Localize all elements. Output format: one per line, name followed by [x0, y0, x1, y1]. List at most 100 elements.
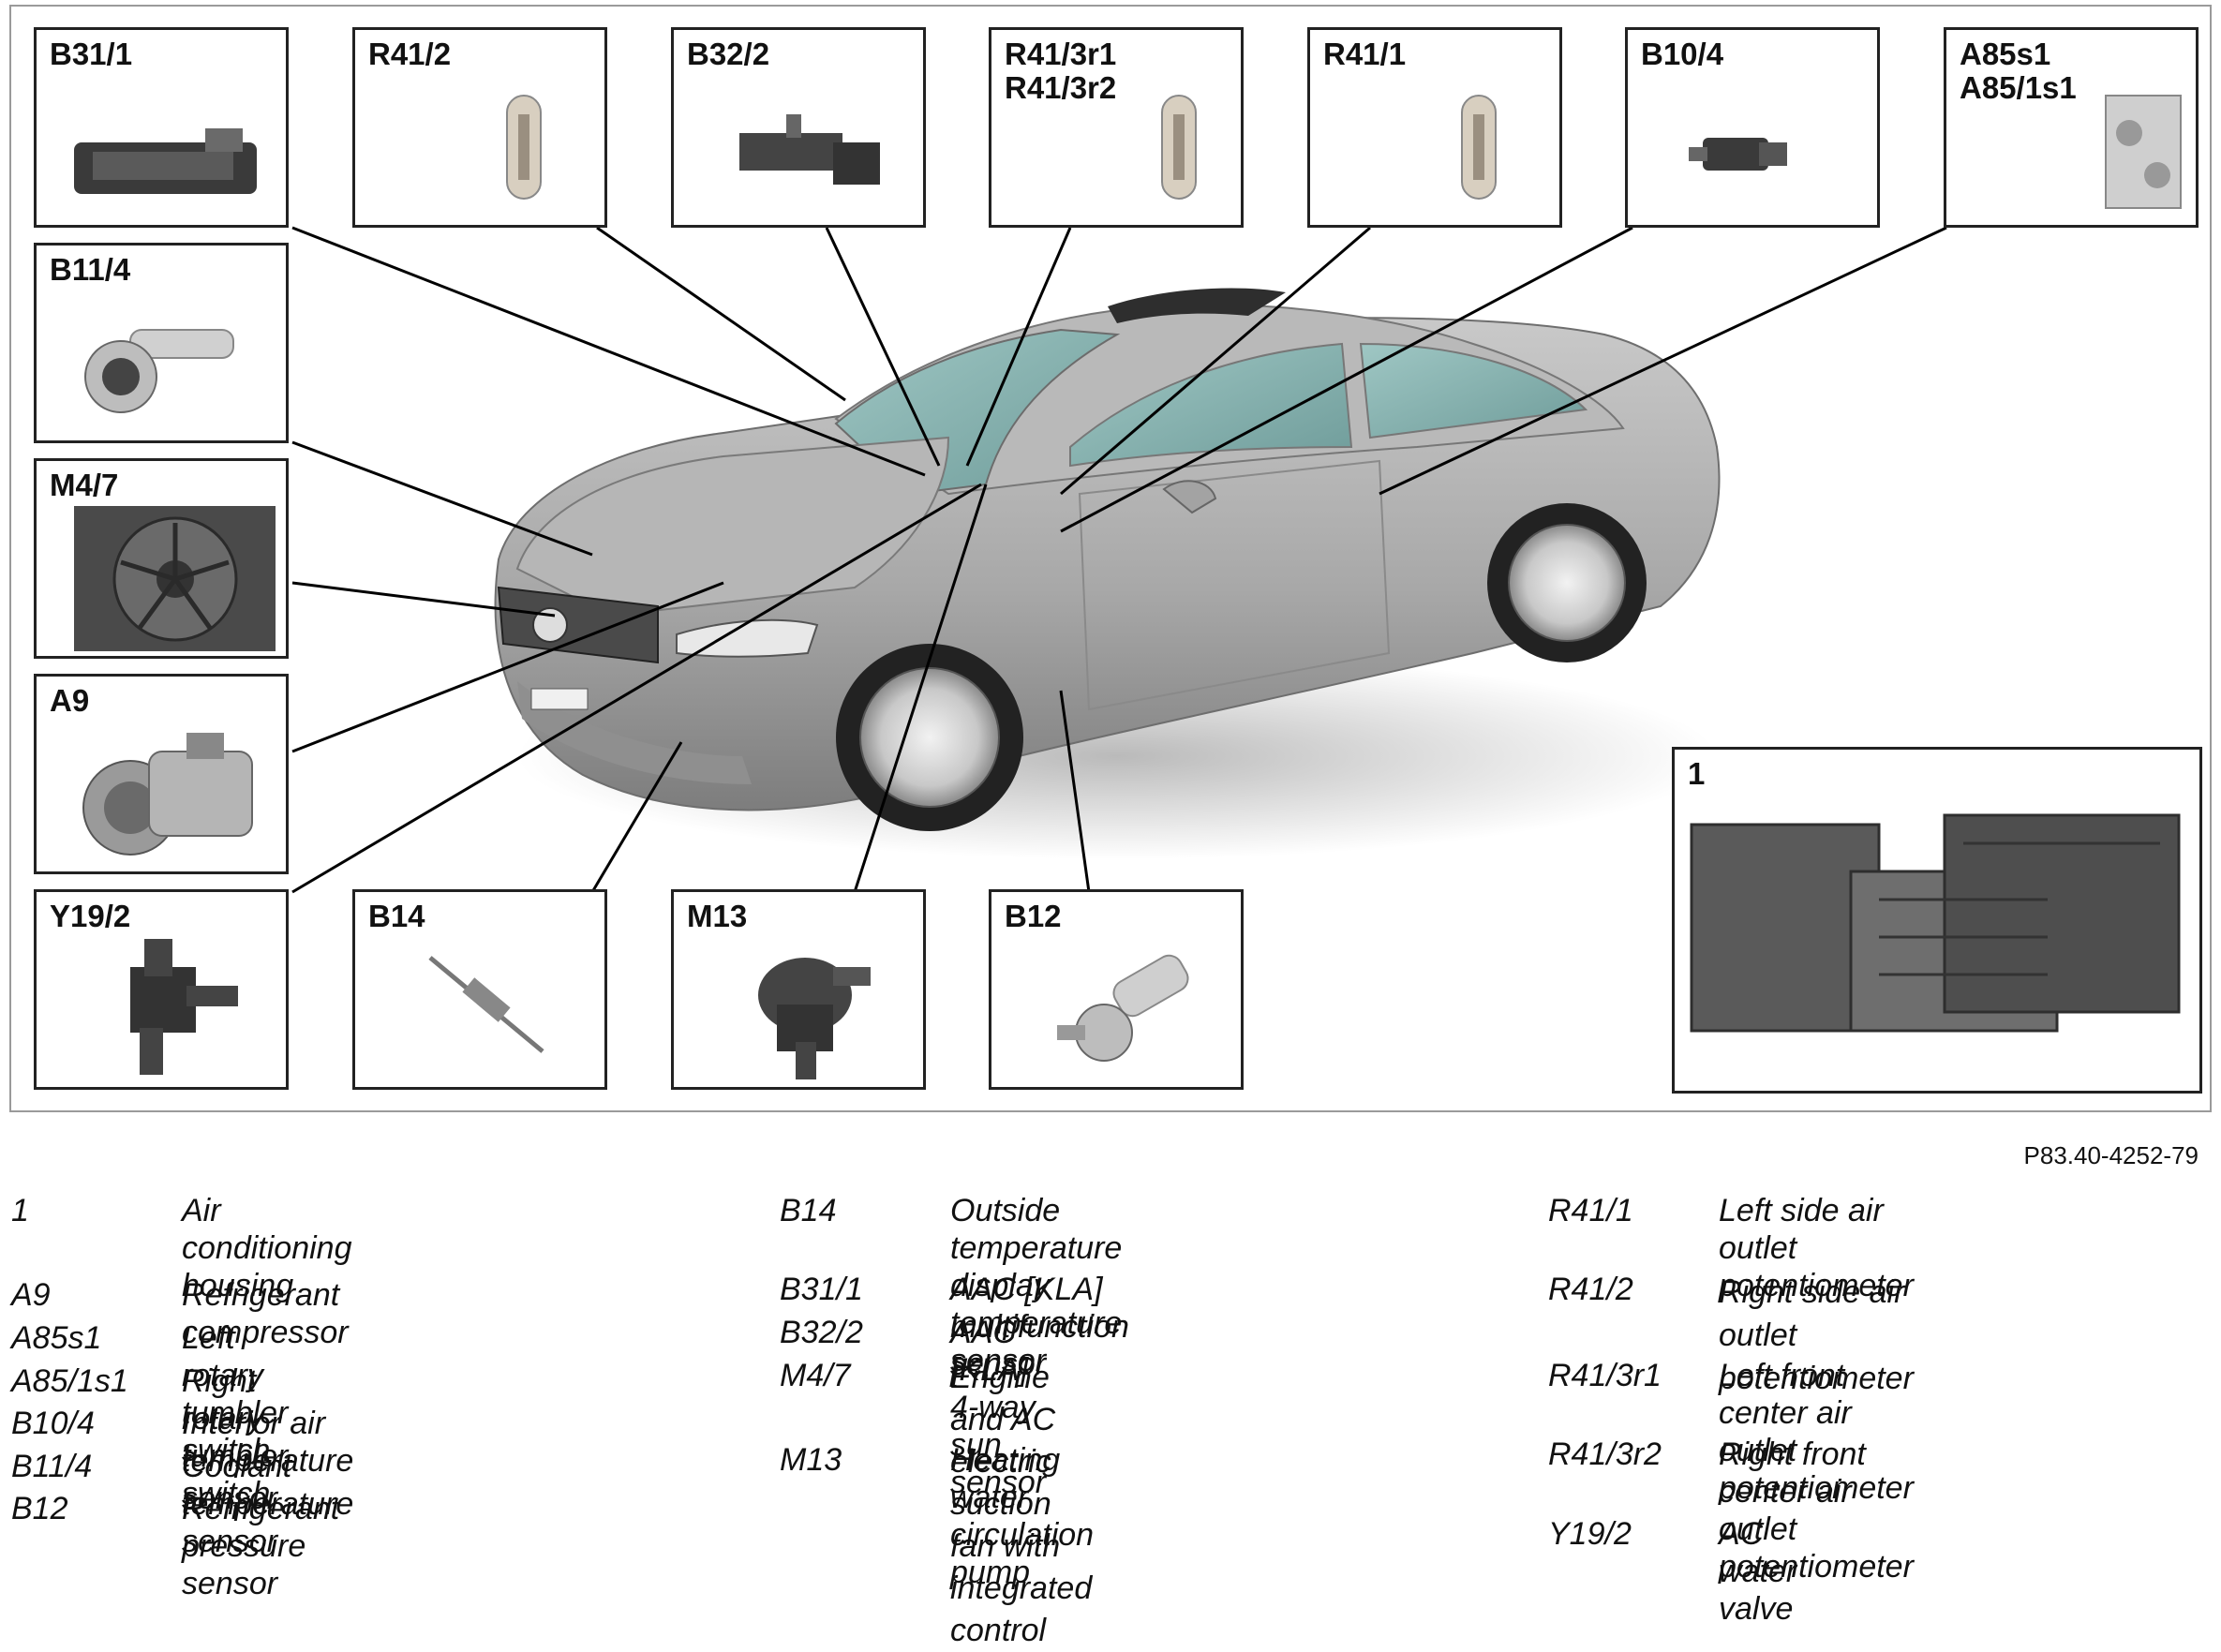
leader-b12: [1059, 690, 1091, 893]
legend-desc: Refrigerant pressure sensor: [182, 1491, 340, 1601]
legend-desc: Air conditioning housing: [182, 1193, 352, 1303]
interior-temp-sensor-icon: [1689, 138, 1787, 171]
water-valve-icon: [130, 939, 238, 1075]
component-location-figure: B31/1 R41/2 B32/2 R41/3r1 R41/3r2 R41/1: [9, 5, 2212, 1112]
legend-desc: Interior air temperature sensor: [182, 1406, 354, 1516]
rear-rim: [1508, 524, 1626, 642]
leader-b10-4: [1060, 226, 1633, 533]
legend-code: M4/7: [780, 1358, 851, 1393]
leader-r41-2: [596, 226, 846, 402]
legend-desc: Heating water circulation pump: [950, 1442, 1095, 1590]
potentiometer-icon: [1461, 95, 1497, 200]
callout-label: B10/4: [1641, 37, 1724, 71]
legend-code: B14: [780, 1193, 837, 1228]
outside-temp-sensor-icon: [428, 956, 544, 1053]
legend-code: B10/4: [11, 1406, 95, 1441]
pressure-sensor-icon: [1057, 954, 1189, 1062]
leader-lines: [291, 226, 1947, 894]
callout-r41-3: R41/3r1 R41/3r2: [989, 27, 1244, 228]
legend-desc: Left side air outlet potentiometer: [1719, 1193, 1914, 1303]
leader-a9: [291, 581, 724, 753]
legend-desc: Right rotary tumbler switch: [182, 1363, 289, 1511]
leader-m13: [853, 484, 988, 893]
callout-label: R41/2: [368, 37, 452, 71]
legend-code: R41/3r1: [1548, 1358, 1662, 1393]
coolant-sensor-icon: [84, 329, 234, 413]
callout-label: Y19/2: [50, 899, 131, 933]
callout-label: R41/1: [1323, 37, 1407, 71]
front-bumper: [517, 681, 752, 784]
legend-desc: Left rotary tumbler switch: [182, 1320, 289, 1468]
callout-m4-7: M4/7: [34, 458, 289, 659]
legend-code: B31/1: [780, 1272, 863, 1307]
legend-desc: Right side air outlet potentiometer: [1719, 1274, 1914, 1396]
circulation-pump-icon: [758, 958, 871, 1079]
callout-label: B31/1: [50, 37, 133, 71]
callout-label: A85s1 A85/1s1: [1960, 37, 2077, 105]
legend-code: R41/1: [1548, 1193, 1633, 1228]
rotary-switch-icon: [2105, 95, 2182, 209]
figure-reference-id: P83.40-4252-79: [2023, 1141, 2199, 1169]
callout-b10-4: B10/4: [1625, 27, 1880, 228]
callout-ac-housing: 1: [1672, 747, 2202, 1094]
legend-code: A85s1: [11, 1320, 102, 1356]
door-outline: [1078, 459, 1391, 711]
side-window-front: [1069, 342, 1353, 468]
side-mirror: [1162, 480, 1217, 514]
callout-r41-1: R41/1: [1307, 27, 1562, 228]
sunroof: [1108, 288, 1286, 323]
star-emblem: [532, 607, 568, 643]
callout-label: A9: [50, 683, 90, 718]
side-window-rear: [1359, 342, 1588, 439]
legend-code: B12: [11, 1491, 68, 1526]
leader-b32-2: [825, 227, 941, 467]
callout-y19-2: Y19/2: [34, 889, 289, 1090]
callout-b32-2: B32/2: [671, 27, 926, 228]
legend-code: R41/2: [1548, 1272, 1633, 1307]
legend-code: Y19/2: [1548, 1516, 1632, 1552]
callout-label: B14: [368, 899, 425, 933]
suction-fan-icon: [74, 506, 276, 651]
legend-desc: AAC [KLA] multifunction sensor: [950, 1272, 1129, 1382]
leader-b11-4: [291, 440, 593, 557]
legend-code: B32/2: [780, 1315, 863, 1350]
multifunction-sensor-icon: [74, 128, 257, 194]
callout-label: B11/4: [50, 252, 131, 287]
legend-desc: Outside temperature display temperature …: [950, 1193, 1123, 1378]
car-illustration: [494, 288, 1721, 859]
legend-code: A85/1s1: [11, 1363, 128, 1399]
callout-label: M13: [687, 899, 748, 933]
legend-code: M13: [780, 1442, 842, 1478]
leader-y19-2: [291, 483, 982, 894]
license-plate: [530, 688, 589, 710]
callout-label: M4/7: [50, 468, 119, 502]
legend-desc: Coolant temperature sensor: [182, 1449, 354, 1559]
leader-r41-1: [1060, 226, 1371, 496]
callout-b12: B12: [989, 889, 1244, 1090]
front-rim: [859, 667, 1000, 808]
leader-r41-3: [965, 227, 1072, 467]
callout-b11-4: B11/4: [34, 243, 289, 443]
legend-code: 1: [11, 1193, 29, 1228]
callout-a85: A85s1 A85/1s1: [1944, 27, 2199, 228]
headlight: [676, 618, 819, 658]
callout-label: 1: [1688, 756, 1706, 791]
callout-b31-1: B31/1: [34, 27, 289, 228]
leader-m4-7: [291, 581, 556, 618]
legend-desc: AC water valve: [1719, 1516, 1797, 1627]
callout-m13: M13: [671, 889, 926, 1090]
callout-label: B12: [1005, 899, 1062, 933]
legend-code: R41/3r2: [1548, 1436, 1662, 1472]
grille: [497, 586, 659, 664]
leader-b14: [590, 741, 683, 893]
callout-b14: B14: [352, 889, 607, 1090]
callout-r41-2: R41/2: [352, 27, 607, 228]
legend-code: B11/4: [11, 1449, 93, 1484]
sun-sensor-icon: [739, 114, 880, 185]
legend-desc: Left front center air outlet potentiomet…: [1719, 1358, 1914, 1506]
leader-b31-1: [291, 226, 926, 477]
ac-housing-icon: [1690, 813, 2181, 1033]
leader-a85: [1379, 226, 1947, 496]
potentiometer-icon: [1161, 95, 1197, 200]
hood: [515, 436, 950, 618]
